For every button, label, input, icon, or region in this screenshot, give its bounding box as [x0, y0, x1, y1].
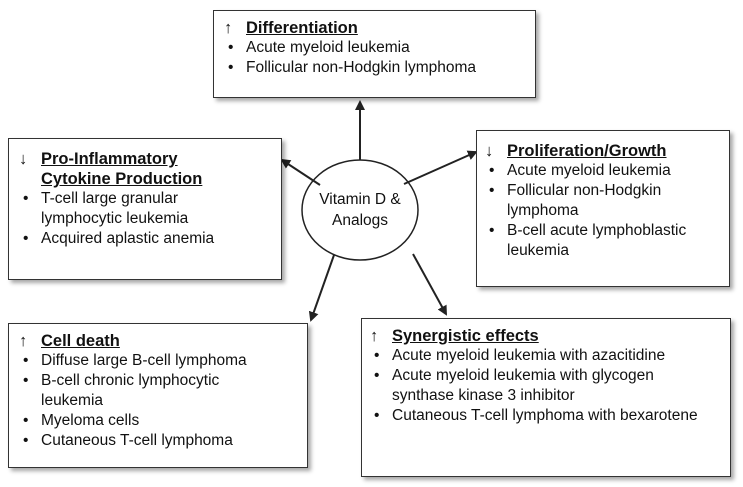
cell-death-title: ↑ Cell death	[19, 332, 120, 350]
proliferation-list: Acute myeloid leukemia Follicular non-Ho…	[485, 161, 690, 261]
edge-to-proinflammatory	[280, 158, 321, 186]
synergistic-title: ↑ Synergistic effects	[370, 327, 539, 345]
up-arrow-icon: ↑	[370, 327, 379, 345]
differentiation-box: ↑ Differentiation Acute myeloid leukemia…	[213, 10, 536, 98]
cell-death-box: ↑ Cell death Diffuse large B-cell lympho…	[8, 323, 308, 468]
list-item: Cutaneous T-cell lymphoma	[19, 431, 269, 451]
proliferation-title: ↓ Proliferation/Growth	[485, 142, 667, 160]
synergistic-box: ↑ Synergistic effects Acute myeloid leuk…	[361, 318, 731, 477]
center-label-line1: Vitamin D &	[319, 191, 401, 208]
list-item: Acute myeloid leukemia with glycogen syn…	[370, 366, 705, 406]
list-item: Acute myeloid leukemia with azacitidine	[370, 346, 705, 366]
cell-death-list: Diffuse large B-cell lymphoma B-cell chr…	[19, 351, 269, 451]
center-label-line2: Analogs	[331, 212, 388, 229]
list-item: Myeloma cells	[19, 411, 269, 431]
list-item: Acute myeloid leukemia	[224, 38, 527, 58]
proinflammatory-title: ↓ Pro-Inflammatory Cytokine Production	[19, 150, 203, 188]
differentiation-list: Acute myeloid leukemia Follicular non-Ho…	[224, 38, 527, 78]
proinflammatory-list: T-cell large granular lymphocytic leukem…	[19, 189, 249, 249]
up-arrow-icon: ↑	[19, 332, 28, 350]
list-item: Acquired aplastic anemia	[19, 229, 249, 249]
list-item: B-cell chronic lymphocytic leukemia	[19, 371, 269, 411]
list-item: B-cell acute lymphoblastic leukemia	[485, 221, 690, 261]
synergistic-list: Acute myeloid leukemia with azacitidine …	[370, 346, 705, 426]
list-item: Cutaneous T-cell lymphoma with bexaroten…	[370, 406, 705, 426]
list-item: Acute myeloid leukemia	[485, 161, 690, 181]
edge-to-cell-death	[308, 254, 335, 322]
list-item: Follicular non-Hodgkin lymphoma	[224, 58, 527, 78]
edge-to-synergistic	[412, 253, 447, 316]
proinflammatory-box: ↓ Pro-Inflammatory Cytokine Production T…	[8, 138, 282, 280]
list-item: T-cell large granular lymphocytic leukem…	[19, 189, 249, 229]
list-item: Follicular non-Hodgkin lymphoma	[485, 181, 690, 221]
proliferation-box: ↓ Proliferation/Growth Acute myeloid leu…	[476, 130, 730, 287]
list-item: Diffuse large B-cell lymphoma	[19, 351, 269, 371]
edge-to-proliferation	[403, 150, 478, 185]
differentiation-title: ↑ Differentiation	[224, 19, 358, 37]
up-arrow-icon: ↑	[224, 19, 233, 37]
center-label: Vitamin D & Analogs	[301, 160, 419, 260]
down-arrow-icon: ↓	[19, 150, 28, 168]
down-arrow-icon: ↓	[485, 142, 494, 160]
